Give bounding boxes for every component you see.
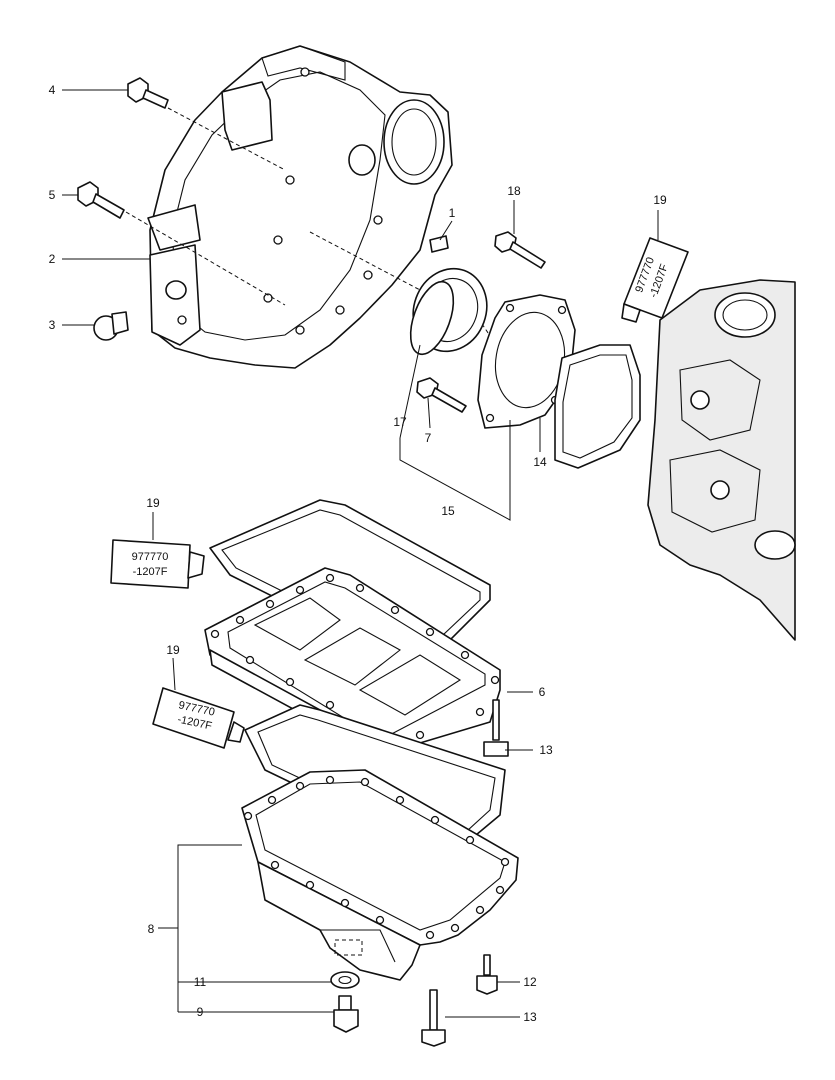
callout-7: 7 (425, 431, 432, 445)
callout-4: 4 (49, 83, 56, 97)
callout-1: 1 (449, 206, 456, 220)
bolt-7 (416, 377, 467, 413)
engine-block (647, 279, 796, 641)
bolt-4 (127, 77, 169, 109)
callout-6: 6 (539, 685, 546, 699)
bolt-12 (476, 954, 498, 995)
flywheel-housing (147, 45, 453, 369)
callout-19-lower: 19 (166, 643, 180, 657)
callout-13-lower: 13 (523, 1010, 537, 1024)
callout-11: 11 (194, 975, 207, 989)
callout-5: 5 (49, 188, 56, 202)
callout-13-upper: 13 (539, 743, 553, 757)
callout-8: 8 (148, 922, 155, 936)
callout-14: 14 (533, 455, 547, 469)
callout-18: 18 (507, 184, 521, 198)
svg-text:977770: 977770 (132, 551, 169, 563)
drain-plug-9 (333, 995, 359, 1033)
dowel-pin-1 (429, 235, 449, 253)
bolt-18 (494, 231, 546, 269)
bolt-13-lower (421, 989, 446, 1047)
drain-plug-3 (93, 311, 129, 341)
callout-17: 17 (393, 415, 407, 429)
callout-labels: 4 5 2 3 1 18 19 17 7 14 15 19 19 6 13 8 … (49, 83, 667, 1024)
tube-text-middle-2: -1207F (133, 566, 168, 578)
washer-11 (330, 971, 360, 989)
leader-lines (62, 89, 659, 1018)
callout-12: 12 (523, 975, 537, 989)
callout-3: 3 (49, 318, 56, 332)
seal-housing-14 (477, 294, 576, 429)
sealant-tube-top: 977770 -1207F (621, 237, 689, 323)
tube-text-middle-1: 977770 (132, 551, 169, 563)
bolt-13-upper (483, 699, 509, 757)
oil-seal-17 (409, 267, 488, 356)
callout-9: 9 (197, 1005, 204, 1019)
callout-15: 15 (441, 504, 455, 518)
sealant-tube-middle: 977770 -1207F (110, 539, 205, 589)
oil-sump-8 (241, 769, 519, 981)
callout-19-middle: 19 (146, 496, 160, 510)
bolt-5 (77, 181, 125, 219)
seal-housing-gasket (554, 344, 641, 469)
sealant-tube-lower: 977770 -1207F (152, 687, 245, 749)
callout-19-top: 19 (653, 193, 667, 207)
callout-2: 2 (49, 252, 56, 266)
svg-text:-1207F: -1207F (133, 566, 168, 578)
